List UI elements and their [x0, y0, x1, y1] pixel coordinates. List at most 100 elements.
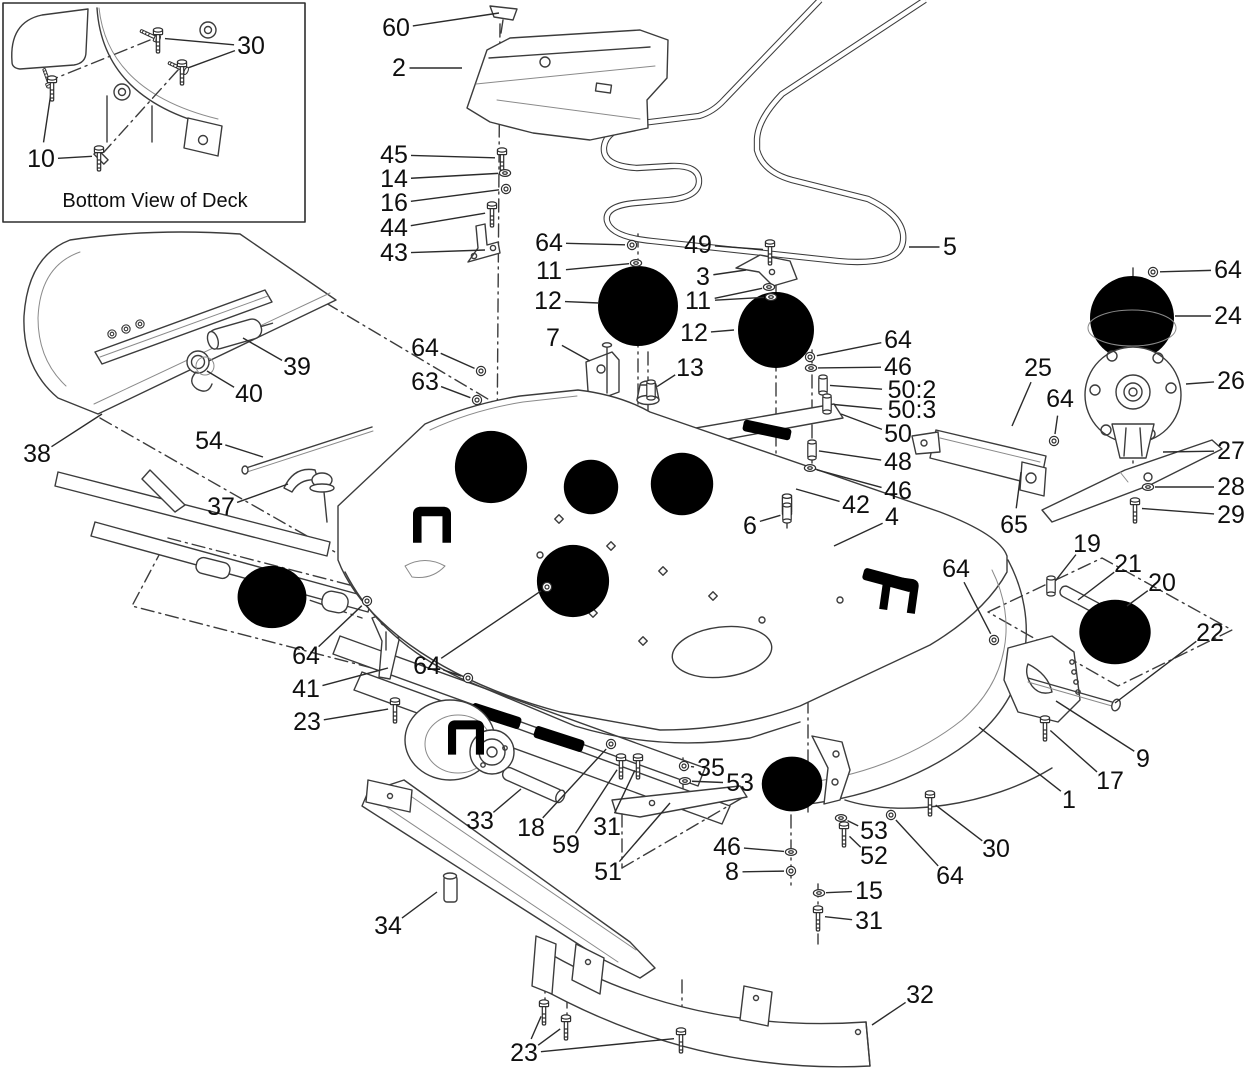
leader-line — [1141, 507, 1215, 515]
callout-12: 12 — [534, 287, 600, 315]
callout-63: 63 — [411, 368, 483, 406]
leader-line — [848, 835, 862, 848]
callout-48: 48 — [807, 439, 912, 476]
leader-line — [410, 249, 486, 254]
callout-46: 46 — [713, 833, 798, 861]
callout-46: 46 — [804, 353, 912, 381]
deflector-plate-drawing — [466, 5, 669, 141]
callout-label: 8 — [725, 858, 739, 886]
callout-label: 41 — [292, 675, 320, 703]
bracket-7-drawing — [585, 342, 620, 400]
callout-label: 17 — [1096, 767, 1124, 795]
spindle-center — [536, 544, 610, 618]
bolt-icon — [812, 905, 824, 932]
callout-31: 31 — [812, 905, 883, 935]
bracket-25-drawing — [911, 429, 1047, 497]
bolt-icon — [924, 790, 936, 817]
callout-label: 50:3 — [888, 396, 937, 424]
blade-27-drawing — [1041, 439, 1223, 523]
handle-37-drawing — [283, 468, 335, 523]
callout-64: 64 — [804, 326, 912, 363]
leader-line — [833, 522, 883, 547]
leader-line — [323, 708, 389, 721]
callout-label: 34 — [374, 912, 402, 940]
callout-label: 29 — [1217, 501, 1245, 529]
callout-label: 27 — [1217, 437, 1245, 465]
callout-8: 8 — [725, 858, 797, 886]
leader-line — [225, 444, 264, 458]
callout-53: 53 — [834, 813, 888, 845]
leader-line — [743, 847, 785, 853]
callout-label: 51 — [594, 858, 622, 886]
inset-panel: Bottom View of Deck — [2, 2, 306, 223]
leader-line — [565, 262, 630, 271]
roller-39-drawing — [206, 318, 274, 350]
callout-label: 53 — [726, 769, 754, 797]
callout-label: 64 — [942, 555, 970, 583]
left-caster-drawing — [195, 556, 349, 629]
callout-50-2: 50:2 — [818, 374, 936, 404]
antiscalp-wheel-drawing — [761, 735, 851, 812]
callout-25: 25 — [1011, 354, 1052, 427]
leader-line — [1077, 571, 1115, 601]
callout-label: 16 — [380, 189, 408, 217]
callout-label: 54 — [195, 427, 223, 455]
leader-line — [829, 384, 883, 390]
leader-line — [656, 374, 676, 388]
callout-label: 15 — [855, 877, 883, 905]
cyl-icon — [782, 502, 792, 524]
leader-line — [440, 590, 542, 659]
leader-line — [895, 819, 939, 867]
callout-11: 11 — [536, 257, 643, 285]
callout-label: 64 — [884, 326, 912, 354]
leader-line — [410, 154, 496, 159]
leader-line — [1185, 381, 1215, 385]
callout-64: 64 — [885, 809, 964, 890]
bolt-icon — [1039, 715, 1051, 742]
nut-icon — [785, 865, 797, 877]
callout-label: 33 — [466, 807, 494, 835]
idler-pulley-12a — [598, 266, 678, 346]
washer-icon — [804, 364, 818, 372]
callout-45: 45 — [380, 141, 508, 174]
callout-label: 52 — [860, 842, 888, 870]
leader-line — [1054, 415, 1059, 435]
bolt-icon — [1129, 497, 1141, 524]
callout-10: 10 — [27, 75, 105, 173]
callout-label: 20 — [1148, 569, 1176, 597]
callout-label: 12 — [534, 287, 562, 315]
callout-label: 50 — [884, 420, 912, 448]
leader-line — [1114, 640, 1197, 704]
callout-label: 5 — [943, 233, 957, 261]
leader-line — [618, 802, 671, 863]
callout-label: 6 — [743, 512, 757, 540]
callout-5: 5 — [909, 233, 957, 261]
bolt-icon — [538, 999, 550, 1026]
frame-34-drawing — [361, 779, 656, 979]
spring-40-drawing — [186, 350, 215, 392]
nut-icon — [885, 809, 897, 821]
leader-line — [825, 890, 853, 894]
washer-icon — [834, 813, 848, 823]
callout-64: 64 — [292, 595, 373, 670]
callout-22: 22 — [1114, 619, 1224, 704]
cyl-icon — [1046, 575, 1056, 597]
callout-label: 39 — [283, 353, 311, 381]
leader-line — [978, 726, 1062, 792]
deck-shell-1-drawing — [789, 559, 1053, 809]
callout-52: 52 — [838, 821, 888, 870]
leader-line — [833, 403, 883, 410]
callout-label: 46 — [884, 477, 912, 505]
callout-label: 9 — [1136, 745, 1150, 773]
callout-11: 11 — [685, 283, 778, 315]
leader-line — [410, 172, 499, 179]
leader-line — [1162, 450, 1215, 453]
spindle-left — [454, 430, 528, 504]
callout-30: 30 — [924, 790, 1010, 863]
bolt-icon — [486, 201, 498, 228]
leader-line — [561, 344, 591, 362]
nut-icon — [626, 239, 638, 251]
leader-line — [1159, 269, 1212, 273]
callout-label: 64 — [936, 862, 964, 890]
